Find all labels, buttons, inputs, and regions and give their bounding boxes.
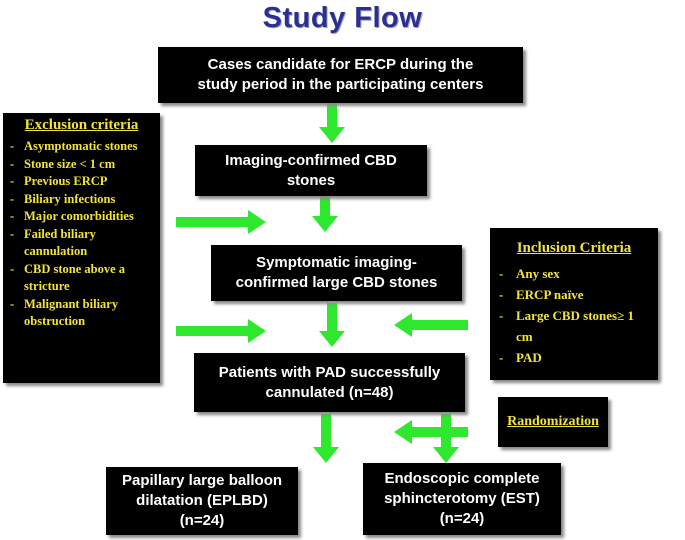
list-item: Major comorbidities [7,208,156,226]
list-item: ERCP naïve [496,284,652,305]
flow-text-line: Cases candidate for ERCP during the [207,56,474,73]
list-item: Stone size < 1 cm [7,156,156,174]
flow-box-symptomatic: Symptomatic imaging- confirmed large CBD… [211,245,462,301]
arrow-down-3 [319,303,345,347]
randomization-box: Randomization [498,397,608,447]
arrow-down-left [313,414,339,463]
list-item: PAD [496,347,652,368]
page-title: Study Flow [262,2,423,34]
inclusion-list: Any sex ERCP naïve Large CBD stones≥ 1 c… [496,263,652,368]
arrow-right-1 [176,210,266,234]
flow-box-eplbd: Papillary large balloon dilatation (EPLB… [106,467,298,535]
list-item: Malignant biliary obstruction [7,296,156,331]
flow-text-line: study period in the participating center… [197,76,484,93]
flow-text-line: Patients with PAD successfully [218,363,441,381]
flow-text-line: confirmed large CBD stones [235,274,438,291]
list-item: Failed biliary cannulation [7,226,156,261]
flow-text-line: sphincterotomy (EST) [384,490,540,507]
arrow-left-2 [394,420,468,444]
flow-box-candidates: Cases candidate for ERCP during the stud… [158,47,523,103]
flow-text-line: (n=24) [179,512,225,529]
flow-box-imaging: Imaging-confirmed CBD stones [195,145,427,196]
exclusion-criteria-panel: Exclusion criteria Asymptomatic stones S… [3,113,160,383]
list-item: Biliary infections [7,191,156,209]
flow-text-line: stones [286,171,336,189]
list-item: Previous ERCP [7,173,156,191]
flow-text-line: Imaging-confirmed CBD [225,151,397,169]
arrow-right-2 [176,319,266,343]
list-item: Large CBD stones≥ 1 cm [496,305,652,347]
flow-text-line: dilatation (EPLBD) [136,492,268,509]
arrow-left-1 [394,313,468,337]
flow-text-line: Endoscopic complete [384,470,540,487]
exclusion-list: Asymptomatic stones Stone size < 1 cm Pr… [7,138,156,331]
flow-box-cannulated: Patients with PAD successfully cannulate… [194,353,465,412]
flow-text-line: Symptomatic imaging- [256,254,417,271]
list-item: Asymptomatic stones [7,138,156,156]
arrow-down-right [433,414,459,463]
list-item: Any sex [496,263,652,284]
flow-text-line: cannulated (n=48) [265,383,394,401]
flow-box-est: Endoscopic complete sphincterotomy (EST)… [363,463,561,535]
arrow-down-2 [312,196,338,232]
flow-text-line: (n=24) [439,510,485,527]
flow-text-line: Papillary large balloon [121,472,283,489]
inclusion-heading: Inclusion Criteria [516,240,632,256]
inclusion-criteria-panel: Inclusion Criteria Any sex ERCP naïve La… [490,228,658,380]
exclusion-heading: Exclusion criteria [24,117,139,133]
list-item: CBD stone above a stricture [7,261,156,296]
arrow-down-1 [319,103,345,143]
